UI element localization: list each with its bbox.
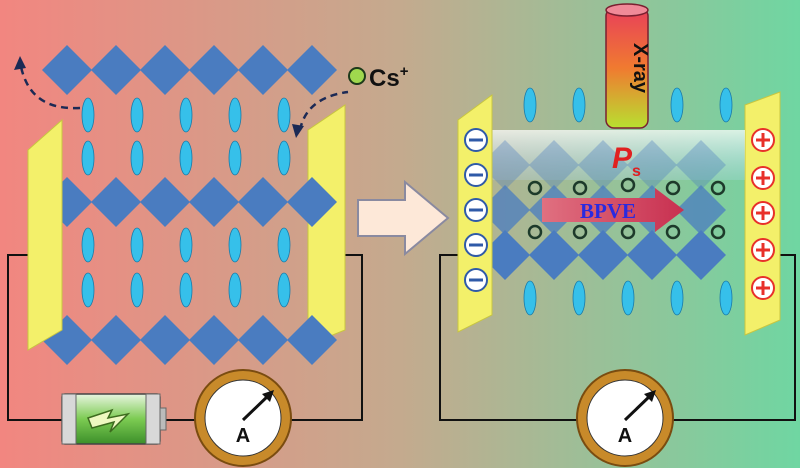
xray-tube-icon: X-ray xyxy=(605,3,651,129)
ion-migration-arrow-right xyxy=(298,90,349,131)
next-arrow-icon xyxy=(357,179,450,257)
positive-charges xyxy=(751,128,775,300)
octahedron xyxy=(91,45,141,95)
octahedron xyxy=(676,185,726,235)
octahedron xyxy=(676,140,726,190)
left-electrode-right xyxy=(307,104,346,346)
ion xyxy=(81,272,95,308)
cation-site xyxy=(710,180,726,196)
left-device: Cs+ A xyxy=(7,45,409,467)
ion xyxy=(130,97,144,133)
ion xyxy=(670,87,684,123)
right-circuit-wire-right xyxy=(672,254,796,421)
right-circuit-wire-left xyxy=(439,254,578,421)
polarized-glow-region xyxy=(490,130,745,180)
cation-site xyxy=(710,224,726,240)
octahedron xyxy=(578,230,628,280)
ion xyxy=(572,280,586,316)
right-device: BPVE Ps X-ray A xyxy=(439,3,796,467)
bpve-label: BPVE xyxy=(580,199,636,223)
right-cation-sites xyxy=(527,177,726,240)
cation-site xyxy=(572,180,588,196)
ammeter-right-label: A xyxy=(618,425,632,447)
cation-site xyxy=(527,224,543,240)
ion xyxy=(130,272,144,308)
octahedron xyxy=(627,140,677,190)
cation-site xyxy=(665,224,681,240)
negative-charges xyxy=(464,128,488,292)
octahedron xyxy=(140,315,190,365)
ion xyxy=(81,97,95,133)
cation-legend-icon xyxy=(348,67,366,85)
octahedron xyxy=(627,230,677,280)
octahedron xyxy=(189,315,239,365)
ion xyxy=(277,272,291,308)
octahedron xyxy=(189,45,239,95)
cation-legend-label: Cs+ xyxy=(369,63,409,92)
cation-site xyxy=(620,224,636,240)
ion xyxy=(81,227,95,263)
ion-migration-arrow-left xyxy=(18,61,81,110)
xray-label: X-ray xyxy=(629,43,651,94)
octahedron xyxy=(287,315,337,365)
octahedron xyxy=(676,230,726,280)
ion xyxy=(179,227,193,263)
octahedron xyxy=(238,177,288,227)
ion xyxy=(179,97,193,133)
left-electrode-left xyxy=(27,118,63,351)
ion xyxy=(277,97,291,133)
ion xyxy=(277,140,291,176)
lightning-icon xyxy=(87,408,131,433)
cation-site xyxy=(665,180,681,196)
octahedron xyxy=(287,177,337,227)
battery-icon xyxy=(61,393,167,445)
octahedron xyxy=(238,315,288,365)
ion xyxy=(228,227,242,263)
ion-migration-arrowhead-left xyxy=(14,56,26,70)
ion xyxy=(130,227,144,263)
left-circuit-wire-right xyxy=(290,254,363,421)
octahedron xyxy=(189,177,239,227)
ammeter-icon: A xyxy=(576,369,674,467)
octahedron xyxy=(91,177,141,227)
octahedron xyxy=(238,45,288,95)
ion xyxy=(130,140,144,176)
left-octahedra-layers xyxy=(42,45,337,365)
ammeter-icon: A xyxy=(194,369,292,467)
cation-site xyxy=(527,180,543,196)
cation-site xyxy=(620,177,636,193)
ion xyxy=(719,280,733,316)
cation-site xyxy=(572,224,588,240)
ion xyxy=(523,87,537,123)
ion xyxy=(228,140,242,176)
ion xyxy=(277,227,291,263)
octahedron xyxy=(140,177,190,227)
ion xyxy=(179,272,193,308)
bpve-current-arrow xyxy=(542,188,684,232)
ammeter-left-label: A xyxy=(236,425,250,447)
octahedron xyxy=(529,230,579,280)
ion xyxy=(228,97,242,133)
octahedron xyxy=(91,315,141,365)
ion xyxy=(523,280,537,316)
polarization-label: Ps xyxy=(612,142,641,180)
octahedron xyxy=(287,45,337,95)
right-octahedra-layers xyxy=(480,140,726,280)
octahedron xyxy=(578,140,628,190)
octahedron xyxy=(140,45,190,95)
ion xyxy=(719,87,733,123)
octahedron xyxy=(42,45,92,95)
ion-migration-arrowhead-right xyxy=(292,124,304,138)
left-cation-ions xyxy=(81,97,291,308)
ion xyxy=(670,280,684,316)
ion xyxy=(621,280,635,316)
ion xyxy=(572,87,586,123)
ion xyxy=(81,140,95,176)
octahedron xyxy=(529,140,579,190)
left-circuit-wire xyxy=(7,254,62,421)
ion xyxy=(179,140,193,176)
ion xyxy=(228,272,242,308)
